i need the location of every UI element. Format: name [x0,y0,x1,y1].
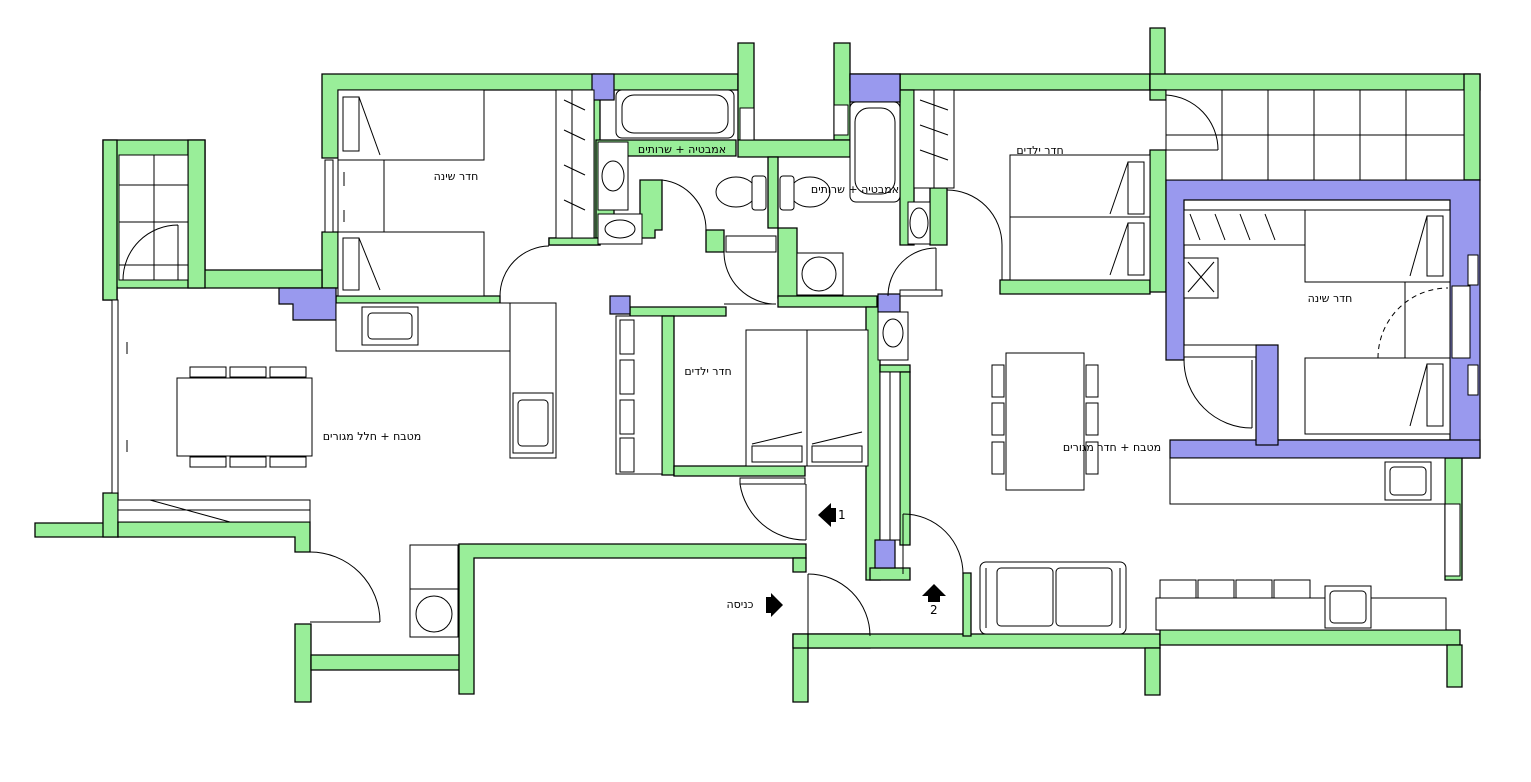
bath-right-label: אמבטיה + שרותים [811,183,899,196]
entrance-arrow [766,593,783,617]
bath-left-label: אמבטיה + שרותים [638,143,726,156]
columns [278,73,1481,569]
fixtures [111,89,1479,638]
bedroom-right-label: חדר שינה [1308,292,1353,305]
kitchen-right-label: מטבח + חדר מגורים [1063,441,1161,454]
kitchen-left-label: מטבח + חלל מגורים [323,430,422,443]
bedroom-left-label: חדר שינה [434,170,479,183]
entry-arrow-1-label: 1 [838,508,846,522]
entry-arrow-1 [818,503,836,527]
entry-arrow-2 [922,584,946,602]
entry-arrow-2-label: 2 [930,603,938,617]
entrance-label: כניסה [726,598,753,611]
kids-room-center-label: חדר ילדים [684,365,731,378]
kids-room-right-label: חדר ילדים [1016,144,1063,157]
